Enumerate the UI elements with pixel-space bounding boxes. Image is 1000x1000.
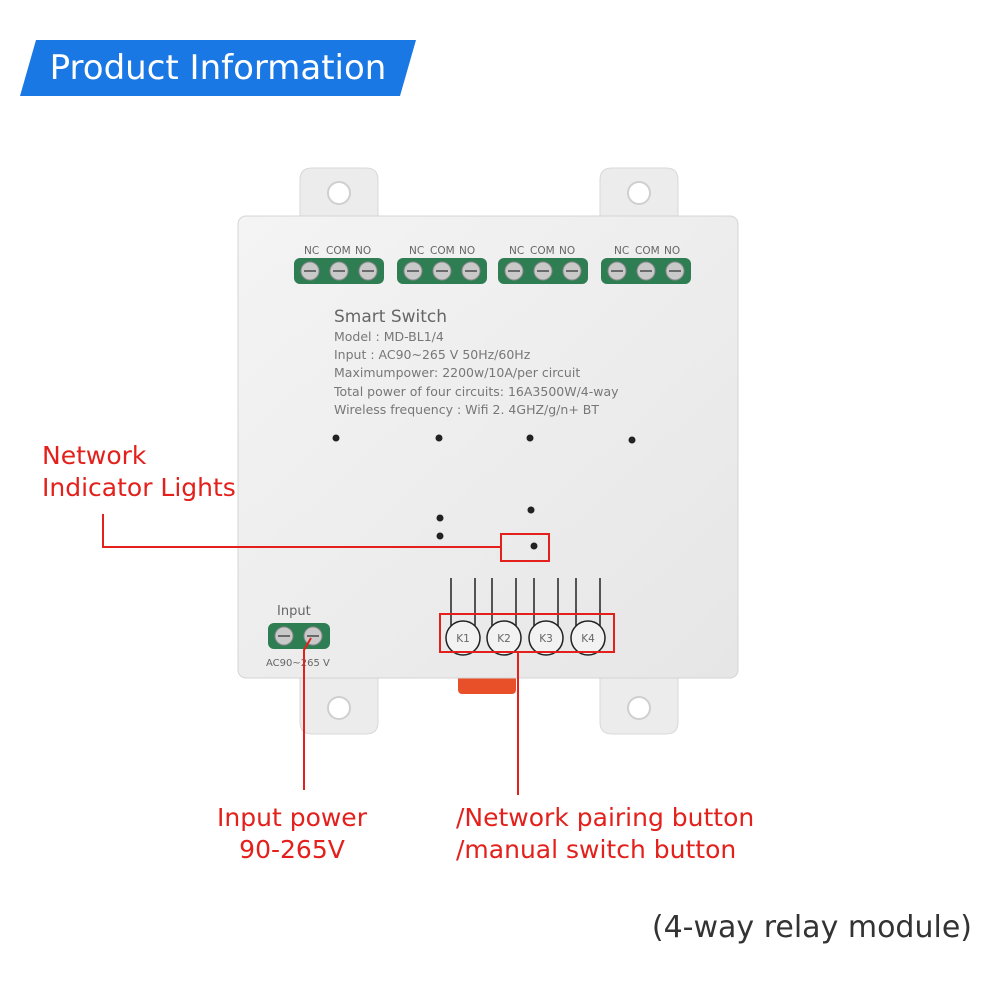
button-k3: K3 — [528, 620, 564, 656]
terminal-labels: NC COM NO NC COM NO NC COM NO NC COM NO — [304, 245, 680, 257]
spec-wireless: Wireless frequency : Wifi 2. 4GHZ/g/n+ B… — [334, 402, 599, 417]
terminal-no-4: NO — [664, 245, 680, 257]
input-block-title: Input — [277, 604, 311, 619]
terminal-nc-2: NC — [409, 245, 424, 257]
spec-model: Model : MD-BL1/4 — [334, 329, 444, 344]
pairing-line-2: /manual switch button — [456, 835, 737, 864]
callout-buttons — [439, 613, 615, 795]
terminal-com-3: COM — [530, 245, 555, 257]
button-k2-label: K2 — [497, 633, 511, 645]
mounting-tab-bottom-right — [599, 675, 679, 735]
input-terminal-block — [268, 623, 330, 649]
button-k4-label: K4 — [581, 633, 595, 645]
terminal-nc-1: NC — [304, 245, 319, 257]
network-lights-line-2: Indicator Lights — [42, 473, 236, 502]
mounting-tab-bottom-left — [299, 675, 379, 735]
mounting-tab-top-left — [299, 167, 379, 219]
terminal-block-1 — [294, 258, 384, 284]
terminal-nc-4: NC — [614, 245, 629, 257]
banner-shape — [20, 40, 416, 96]
pairing-line-1: /Network pairing button — [456, 803, 755, 832]
button-leads — [450, 578, 601, 632]
button-k1: K1 — [445, 620, 481, 656]
network-lights-line-1: Network — [42, 441, 147, 470]
button-k2: K2 — [486, 620, 522, 656]
terminal-nc-3: NC — [509, 245, 524, 257]
label-input-power: Input power 90-265V — [212, 802, 372, 866]
terminal-com-1: COM — [326, 245, 351, 257]
terminal-block-2 — [397, 258, 487, 284]
spec-total-power: Total power of four circuits: 16A3500W/4… — [333, 384, 619, 399]
button-k4: K4 — [570, 620, 606, 656]
terminal-no-1: NO — [355, 245, 371, 257]
button-k1-label: K1 — [456, 633, 470, 645]
mounting-tab-top-right — [599, 167, 679, 219]
spec-max-power: Maximumpower: 2200w/10A/per circuit — [334, 365, 580, 380]
module-caption: (4-way relay module) — [651, 910, 972, 945]
banner-title: Product Information — [49, 48, 387, 88]
callout-network-lights — [102, 514, 550, 562]
terminal-com-4: COM — [635, 245, 660, 257]
button-k3-label: K3 — [539, 633, 553, 645]
product-info-banner: Product Information — [20, 40, 416, 96]
indicator-lights — [332, 434, 636, 550]
label-pairing-button: /Network pairing button /manual switch b… — [456, 802, 754, 866]
callout-input-power — [303, 637, 312, 790]
input-power-line-1: Input power — [217, 803, 367, 832]
terminal-com-2: COM — [430, 245, 455, 257]
spec-input: Input : AC90~265 V 50Hz/60Hz — [334, 347, 531, 362]
input-rating: AC90~265 V — [266, 658, 330, 669]
input-power-line-2: 90-265V — [239, 835, 345, 864]
device-title: Smart Switch — [334, 307, 447, 327]
terminal-block-4 — [601, 258, 691, 284]
terminal-block-3 — [498, 258, 588, 284]
module-body — [237, 215, 739, 679]
terminal-no-3: NO — [559, 245, 575, 257]
label-network-indicator-lights: Network Indicator Lights — [42, 440, 236, 504]
terminal-no-2: NO — [459, 245, 475, 257]
